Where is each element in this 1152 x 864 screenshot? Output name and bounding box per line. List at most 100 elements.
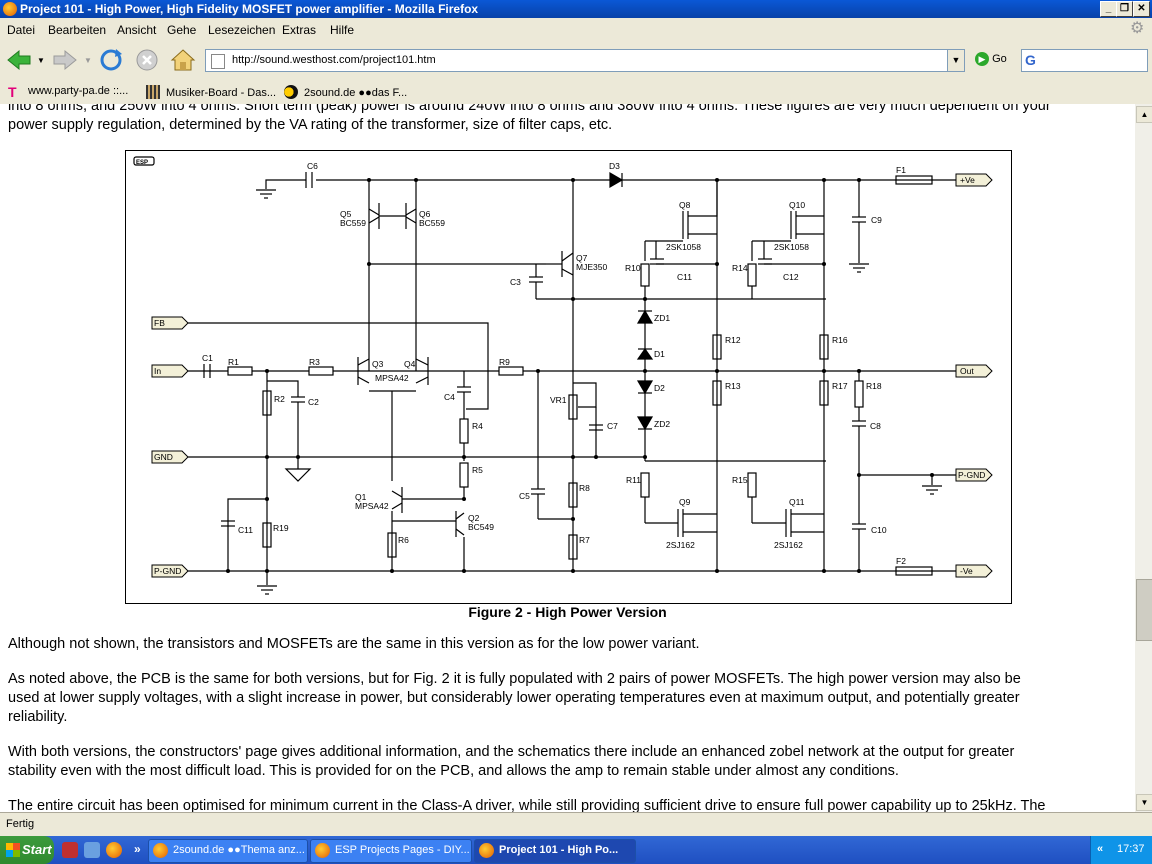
- paragraph-2-line-2: used at lower supply voltages, with a sl…: [8, 690, 1020, 706]
- home-icon[interactable]: [170, 48, 196, 72]
- label-vr1: VR1: [550, 395, 567, 405]
- reload-icon[interactable]: [98, 48, 124, 72]
- schematic-drawing: ESP FB In GND P-GND +Ve Out P-GND -Ve C6…: [133, 156, 993, 595]
- menu-datei[interactable]: Datei: [7, 23, 36, 37]
- go-button[interactable]: ▶ Go: [975, 52, 1007, 66]
- schematic-figure: ESP FB In GND P-GND +Ve Out P-GND -Ve C6…: [125, 150, 1012, 604]
- task-2sound[interactable]: 2sound.de ●●Thema anz...: [148, 839, 308, 863]
- minimize-button[interactable]: _: [1100, 1, 1117, 17]
- label-r17: R17: [832, 381, 848, 391]
- label-r19: R19: [273, 523, 289, 533]
- maximize-button[interactable]: ❐: [1116, 1, 1133, 17]
- label-c5: C5: [519, 491, 530, 501]
- label-q5: Q5: [340, 209, 352, 219]
- label-q10: Q10: [789, 200, 805, 210]
- url-dropdown-icon[interactable]: ▼: [947, 50, 964, 71]
- close-button[interactable]: ✕: [1133, 1, 1150, 17]
- windows-logo-icon: [6, 843, 20, 857]
- task-esp-projects[interactable]: ESP Projects Pages - DIY...: [310, 839, 472, 863]
- port-neg-rail: [955, 564, 993, 578]
- scroll-thumb[interactable]: [1136, 579, 1152, 641]
- telekom-icon: T: [8, 84, 17, 100]
- label-c7: C7: [607, 421, 618, 431]
- paragraph-2-line-1: As noted above, the PCB is the same for …: [8, 671, 1021, 687]
- task-project-101[interactable]: Project 101 - High Po...: [474, 839, 636, 863]
- firefox-icon: [3, 2, 17, 16]
- label-q4: Q4: [404, 359, 416, 369]
- label-c3: C3: [510, 277, 521, 287]
- navigation-toolbar: ▼ ▼: [0, 42, 1152, 78]
- quicklaunch-ie-icon[interactable]: [84, 842, 100, 858]
- menu-hilfe[interactable]: Hilfe: [330, 23, 355, 37]
- label-gnd: GND: [154, 452, 173, 462]
- label-d3: D3: [609, 161, 620, 171]
- label-r15: R15: [732, 475, 748, 485]
- window-title: Project 101 - High Power, High Fidelity …: [20, 2, 479, 16]
- port-gnd: [151, 450, 189, 464]
- search-input[interactable]: G: [1021, 49, 1148, 72]
- label-q11: Q11: [789, 497, 805, 507]
- quicklaunch-chevron[interactable]: »: [134, 842, 141, 856]
- bookmark-musiker-board[interactable]: Musiker-Board - Das...: [146, 85, 276, 99]
- paragraph-3-line-1: With both versions, the constructors' pa…: [8, 744, 1015, 760]
- label-q6: Q6: [419, 209, 431, 219]
- forward-icon[interactable]: [52, 48, 78, 72]
- paragraph-1: Although not shown, the transistors and …: [8, 636, 700, 652]
- task-firefox-icon: [153, 843, 168, 858]
- label-q7-type: MJE350: [576, 262, 607, 272]
- paragraph-top-line-2: power supply regulation, determined by t…: [8, 117, 613, 133]
- scroll-down-icon[interactable]: ▼: [1136, 794, 1152, 811]
- label-neg-rail: -Ve: [960, 566, 973, 576]
- menu-gehe[interactable]: Gehe: [167, 23, 197, 37]
- menu-ansicht[interactable]: Ansicht: [117, 23, 157, 37]
- label-q7: Q7: [576, 253, 588, 263]
- label-d1: D1: [654, 349, 665, 359]
- quicklaunch-app-icon[interactable]: [62, 842, 78, 858]
- port-pgnd-right: [955, 468, 993, 482]
- label-q10-type: 2SK1058: [774, 242, 809, 252]
- label-q1-type: MPSA42: [355, 501, 389, 511]
- label-r7: R7: [579, 535, 590, 545]
- paragraph-2-line-3: reliability.: [8, 709, 68, 725]
- label-in: In: [154, 366, 161, 376]
- label-q6-type: BC559: [419, 218, 445, 228]
- back-dropdown-icon[interactable]: ▼: [37, 56, 45, 65]
- task-firefox-icon: [479, 843, 494, 858]
- menu-extras[interactable]: Extras: [282, 23, 317, 37]
- back-icon[interactable]: [6, 48, 32, 72]
- label-q1: Q1: [355, 492, 367, 502]
- start-button[interactable]: Start: [0, 836, 54, 864]
- label-r12: R12: [725, 335, 741, 345]
- window-titlebar[interactable]: Project 101 - High Power, High Fidelity …: [0, 0, 1152, 18]
- tray-expand-icon[interactable]: «: [1097, 843, 1104, 855]
- menu-lesezeichen[interactable]: Lesezeichen: [208, 23, 276, 37]
- label-q2-type: BC549: [468, 522, 494, 532]
- menu-bearbeiten[interactable]: Bearbeiten: [48, 23, 107, 37]
- label-d2: D2: [654, 383, 665, 393]
- label-r9: R9: [499, 357, 510, 367]
- label-r14: R14: [732, 263, 748, 273]
- label-c2: C2: [308, 397, 319, 407]
- quicklaunch-firefox-icon[interactable]: [106, 842, 122, 858]
- task-firefox-icon: [315, 843, 330, 858]
- label-q8-type: 2SK1058: [666, 242, 701, 252]
- figure-caption: Figure 2 - High Power Version: [468, 604, 667, 620]
- scroll-up-icon[interactable]: ▲: [1136, 106, 1152, 123]
- label-q3: Q3: [372, 359, 384, 369]
- bookmark-2sound[interactable]: 2sound.de ●●das F...: [284, 85, 407, 99]
- label-r5: R5: [472, 465, 483, 475]
- musiker-board-icon: [146, 85, 160, 99]
- label-r1: R1: [228, 357, 239, 367]
- stop-icon[interactable]: [134, 48, 160, 72]
- port-fb: [151, 316, 189, 330]
- label-zd1: ZD1: [654, 313, 670, 323]
- vertical-scrollbar[interactable]: ▲ ▼: [1135, 104, 1152, 812]
- forward-dropdown-icon[interactable]: ▼: [84, 56, 92, 65]
- label-c10: C10: [871, 525, 887, 535]
- clock[interactable]: 17:37: [1117, 843, 1145, 855]
- url-bar[interactable]: http://sound.westhost.com/project101.htm…: [205, 49, 965, 72]
- label-c8: C8: [870, 421, 881, 431]
- status-bar: Fertig: [0, 812, 1152, 837]
- port-pos-rail: [955, 173, 993, 187]
